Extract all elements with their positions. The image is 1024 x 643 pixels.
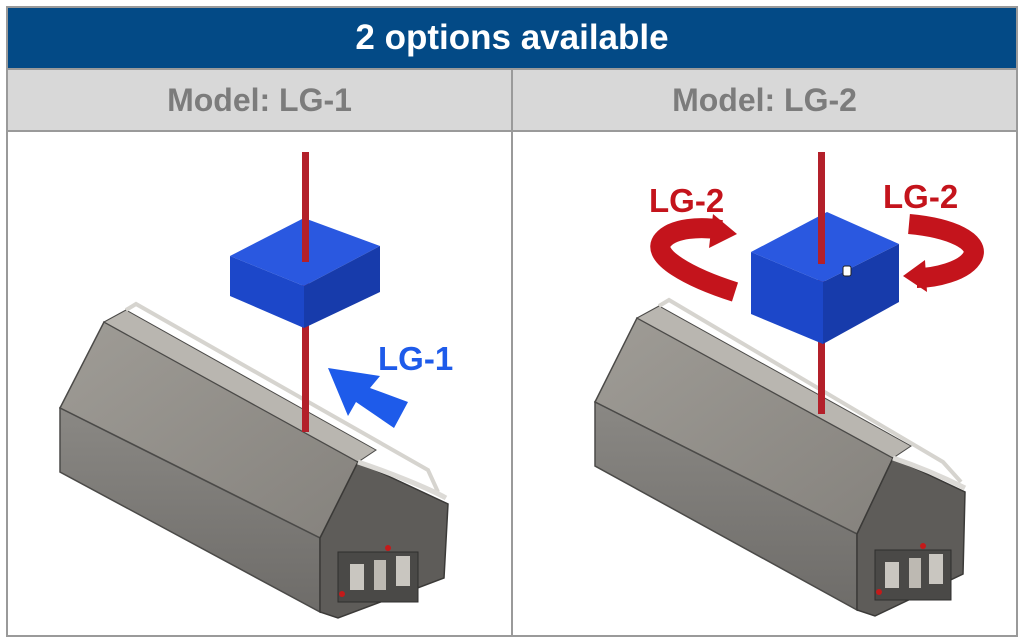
machine-body — [58, 301, 449, 619]
model-header-row: Model: LG-1 Model: LG-2 — [8, 70, 1016, 132]
table-title: 2 options available — [8, 8, 1016, 70]
options-table: 2 options available Model: LG-1 Model: L… — [6, 6, 1018, 637]
machine-body — [593, 297, 967, 617]
lg1-illustration — [58, 152, 449, 619]
model-lg1-header: Model: LG-1 — [8, 70, 511, 130]
lg2-illustration — [593, 152, 984, 617]
red-rotation-arrow-icon — [903, 214, 984, 292]
model-illustrations-row: LG-1 — [8, 132, 1016, 635]
red-rotation-arrow-icon — [650, 214, 739, 302]
lg1-panel: LG-1 — [8, 132, 511, 635]
model-lg2-header: Model: LG-2 — [511, 70, 1016, 130]
lg2-callout-right: LG-2 — [883, 178, 959, 215]
lg2-panel: LG-2 LG-2 — [511, 132, 1016, 635]
blue-straight-arrow-icon — [328, 368, 408, 428]
lg1-callout: LG-1 — [378, 340, 454, 377]
lg2-callout-left: LG-2 — [649, 182, 725, 219]
cursor-hand-icon — [842, 265, 852, 277]
